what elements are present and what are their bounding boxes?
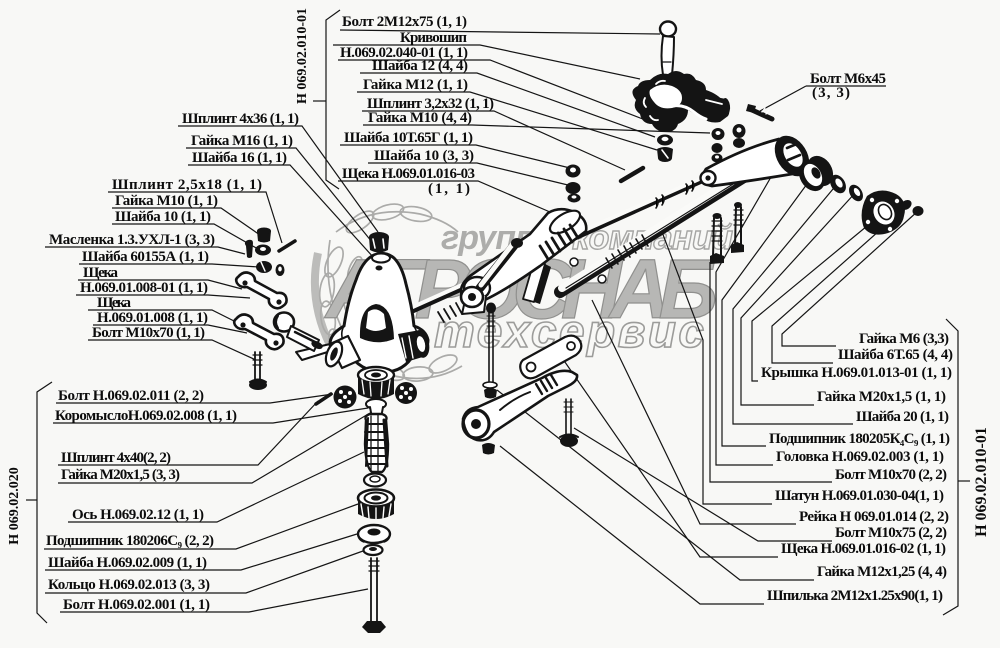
svg-text:Шплинт 4х40(2, 2): Шплинт 4х40(2, 2) xyxy=(61,450,171,466)
svg-text:Н.069.02.040-01 (1, 1): Н.069.02.040-01 (1, 1) xyxy=(340,45,468,61)
svg-text:Болт М10х75 (2, 2): Болт М10х75 (2, 2) xyxy=(835,525,947,541)
svg-text:КоромыслоН.069.02.008 (1, 1): КоромыслоН.069.02.008 (1, 1) xyxy=(55,408,237,424)
svg-text:Шатун Н.069.01.030-04(1, 1): Шатун Н.069.01.030-04(1, 1) xyxy=(775,488,944,504)
svg-text:Шайба Н.069.02.009 (1, 1): Шайба Н.069.02.009 (1, 1) xyxy=(48,555,207,571)
svg-text:Шайба 60155А (1, 1): Шайба 60155А (1, 1) xyxy=(82,249,209,265)
svg-text:Кривошип: Кривошип xyxy=(400,30,467,46)
svg-text:Крышка Н.069.01.013-01 (1, 1): Крышка Н.069.01.013-01 (1, 1) xyxy=(761,365,952,381)
svg-text:Гайка М20х1,5 (1, 1): Гайка М20х1,5 (1, 1) xyxy=(817,389,946,405)
svg-text:Щека: Щека xyxy=(97,295,132,311)
svg-text:Гайка М20х1,5 (3, 3): Гайка М20х1,5 (3, 3) xyxy=(61,467,180,483)
svg-text:Шайба 16 (1, 1): Шайба 16 (1, 1) xyxy=(192,150,287,166)
svg-text:Щека: Щека xyxy=(83,265,119,281)
svg-text:Шайба 12 (4, 4): Шайба 12 (4, 4) xyxy=(372,58,468,74)
svg-text:Шплинт 4х36 (1, 1): Шплинт 4х36 (1, 1) xyxy=(182,111,299,127)
svg-text:Гайка М10 (1, 1): Гайка М10 (1, 1) xyxy=(115,193,218,209)
svg-text:Гайка М10 (4, 4): Гайка М10 (4, 4) xyxy=(368,110,472,126)
svg-text:Рейка Н 069.01.014 (2, 2): Рейка Н 069.01.014 (2, 2) xyxy=(799,509,949,525)
svg-text:Масленка 1.3.УХЛ-1 (3, 3): Масленка 1.3.УХЛ-1 (3, 3) xyxy=(49,232,215,248)
svg-text:Н.069.01.008-01 (1, 1): Н.069.01.008-01 (1, 1) xyxy=(80,280,208,296)
svg-text:Н.069.01.008 (1, 1): Н.069.01.008 (1, 1) xyxy=(97,310,208,326)
svg-text:(1, 1): (1, 1) xyxy=(428,181,470,197)
svg-text:Шплинт 2,5х18 (1, 1): Шплинт 2,5х18 (1, 1) xyxy=(112,177,262,193)
svg-text:Н 069.02.020: Н 069.02.020 xyxy=(7,467,22,544)
svg-text:Н 069.02.010-01: Н 069.02.010-01 xyxy=(973,427,990,537)
svg-text:Ось Н.069.02.12 (1, 1): Ось Н.069.02.12 (1, 1) xyxy=(72,507,204,523)
svg-text:Гайка М12 (1, 1): Гайка М12 (1, 1) xyxy=(363,77,468,93)
svg-text:Болт 2М12х75 (1, 1): Болт 2М12х75 (1, 1) xyxy=(342,14,467,30)
svg-text:Болт М6х45: Болт М6х45 xyxy=(810,71,886,87)
svg-text:Гайка М16 (1, 1): Гайка М16 (1, 1) xyxy=(191,133,293,149)
svg-text:Шайба 10 (3, 3): Шайба 10 (3, 3) xyxy=(374,148,474,164)
svg-text:Болт Н.069.02.001 (1, 1): Болт Н.069.02.001 (1, 1) xyxy=(63,597,210,613)
svg-text:Болт М10х70 (2, 2): Болт М10х70 (2, 2) xyxy=(835,467,947,483)
svg-text:Гайка М6 (3,3): Гайка М6 (3,3) xyxy=(859,331,949,347)
svg-text:Шайба 6Т.65 (4, 4): Шайба 6Т.65 (4, 4) xyxy=(838,347,953,363)
svg-text:Шпилька 2М12х1.25х90(1, 1): Шпилька 2М12х1.25х90(1, 1) xyxy=(767,588,943,604)
svg-text:Кольцо Н.069.02.013 (3, 3): Кольцо Н.069.02.013 (3, 3) xyxy=(48,577,210,593)
svg-text:Головка Н.069.02.003 (1, 1): Головка Н.069.02.003 (1, 1) xyxy=(776,449,944,465)
svg-text:Шайба 10Т.65Г (1, 1): Шайба 10Т.65Г (1, 1) xyxy=(344,130,473,146)
svg-text:Подшипник 180205К₄С₉ (1, 1): Подшипник 180205К₄С₉ (1, 1) xyxy=(769,431,950,447)
svg-text:Шплинт 3,2х32 (1, 1): Шплинт 3,2х32 (1, 1) xyxy=(367,96,494,112)
svg-text:Шайба 20 (1, 1): Шайба 20 (1, 1) xyxy=(856,409,949,425)
svg-text:(3, 3): (3, 3) xyxy=(812,85,850,101)
svg-text:Болт Н.069.02.011 (2, 2): Болт Н.069.02.011 (2, 2) xyxy=(58,388,204,404)
svg-text:Щека Н.069.01.016-03: Щека Н.069.01.016-03 xyxy=(342,166,475,182)
svg-text:Гайка М12х1,25 (4, 4): Гайка М12х1,25 (4, 4) xyxy=(817,564,947,580)
svg-text:Подшипник 180206С₉ (2, 2): Подшипник 180206С₉ (2, 2) xyxy=(46,533,214,549)
svg-text:Болт М10х70 (1, 1): Болт М10х70 (1, 1) xyxy=(92,325,205,341)
svg-text:Щека Н.069.01.016-02 (1, 1): Щека Н.069.01.016-02 (1, 1) xyxy=(781,541,946,557)
svg-text:Шайба 10 (1, 1): Шайба 10 (1, 1) xyxy=(115,209,211,225)
svg-text:Н 069.02.010-01: Н 069.02.010-01 xyxy=(295,8,310,104)
